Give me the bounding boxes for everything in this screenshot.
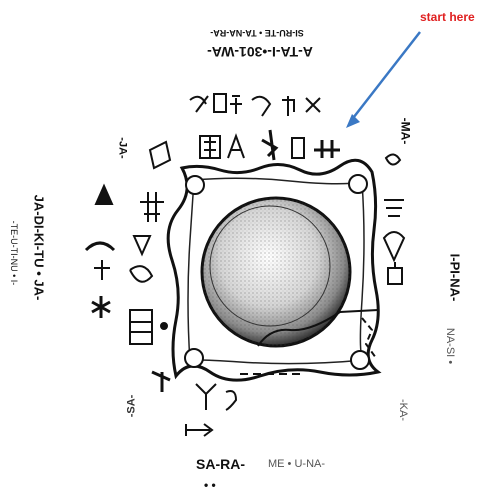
- top-label-line1: SI-RU-TE • TA-NA-RA-: [182, 28, 332, 38]
- offering-table-illustration: [168, 160, 378, 380]
- ka-label: -KA-: [397, 399, 409, 421]
- top-sign-group: [200, 130, 340, 160]
- corner-boss: [185, 349, 203, 367]
- bottom-dots: • •: [204, 478, 216, 492]
- bottom-grey-label: ME • U-NA-: [268, 458, 325, 470]
- right-bold-label: I-PI-NA-: [448, 233, 463, 323]
- bowl-stipple: [202, 198, 350, 346]
- top-label-line2: A-TA-I-•301-WA-: [180, 44, 340, 60]
- start-arrow: [346, 32, 420, 128]
- far-left-sign-group: [86, 186, 114, 318]
- left-small-label: -TE-U-TI-NU • I-: [9, 193, 19, 313]
- corner-boss: [349, 175, 367, 193]
- corner-boss: [186, 176, 204, 194]
- corner-boss: [351, 351, 369, 369]
- right-sign-group: [384, 154, 404, 284]
- sa-label: -SA-: [125, 395, 137, 418]
- right-grey-label: NA-SI •: [444, 316, 456, 376]
- ja-top-label: -JA-: [117, 137, 129, 158]
- left-sign-group: [130, 142, 170, 344]
- bottom-bold-label: SA-RA-: [196, 456, 245, 472]
- left-bold-label: JA-DI-KI-TU • JA-: [32, 173, 47, 323]
- start-here-label: start here: [420, 10, 475, 24]
- bottom-sign-group: [152, 372, 236, 436]
- upper-sign-group: [190, 94, 320, 116]
- ma-label: -MA-: [398, 118, 412, 145]
